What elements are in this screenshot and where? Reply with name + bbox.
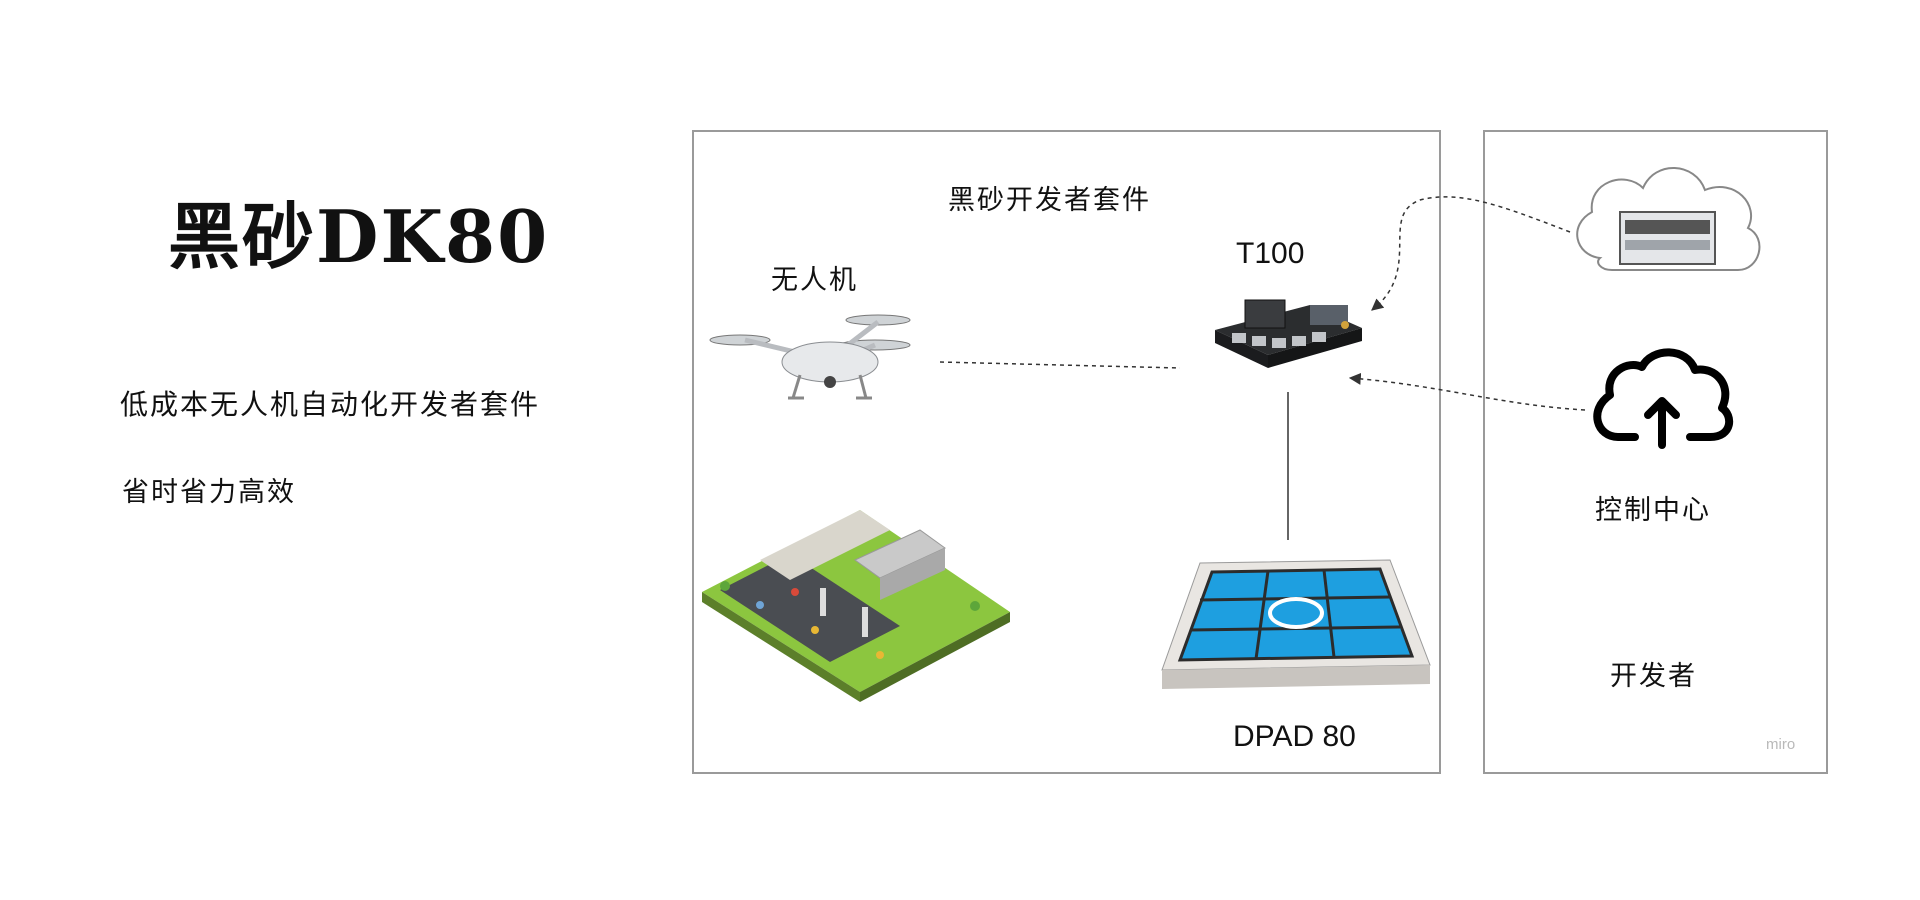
kit-title: 黑砂开发者套件 bbox=[948, 178, 1151, 217]
cloud-upload-icon bbox=[1597, 352, 1729, 445]
drone-board-link bbox=[940, 362, 1180, 368]
board-label: T100 bbox=[1236, 237, 1304, 271]
upload-board-link bbox=[1350, 378, 1585, 410]
developer-label: 开发者 bbox=[1610, 654, 1697, 693]
drone-label: 无人机 bbox=[771, 258, 858, 297]
control-center-label: 控制中心 bbox=[1595, 488, 1711, 527]
cloud-server-icon bbox=[1577, 168, 1759, 270]
drone-image bbox=[710, 315, 910, 398]
circuit-board-image bbox=[1215, 300, 1362, 368]
pad-label: DPAD 80 bbox=[1233, 720, 1356, 754]
landing-pad-image bbox=[1162, 560, 1430, 689]
server-board-link bbox=[1372, 197, 1570, 310]
watermark: miro bbox=[1766, 736, 1795, 753]
city-scene-image bbox=[702, 510, 1010, 702]
